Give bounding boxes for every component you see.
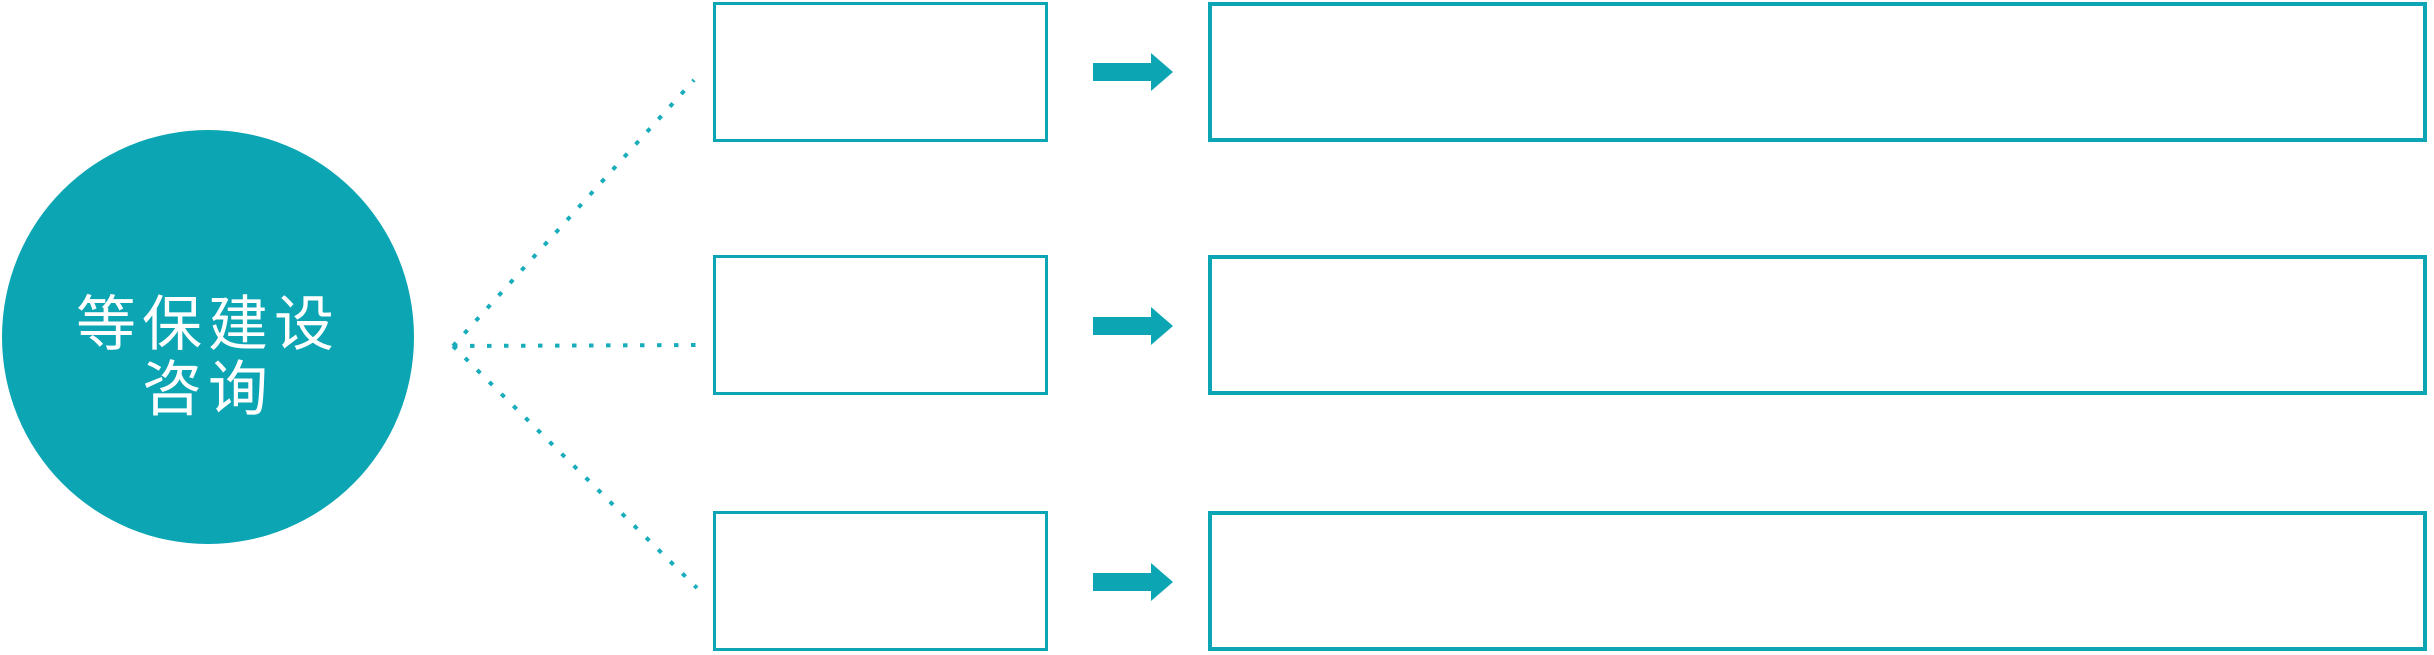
arrow-shaft <box>1093 63 1153 81</box>
right-arrow-icon <box>1093 307 1173 345</box>
dotted-ray-top-icon <box>451 78 696 348</box>
arrow-head <box>1151 53 1173 91</box>
step-box-2 <box>713 255 1048 395</box>
topic-circle: 等保建设 咨询 <box>2 130 414 544</box>
arrow-shaft <box>1093 573 1153 591</box>
detail-box-2 <box>1208 255 2427 395</box>
step-box-1 <box>713 2 1048 142</box>
topic-label-line1: 等保建设 <box>76 291 340 358</box>
dotted-ray-middle-icon <box>452 343 707 348</box>
arrow-head <box>1151 563 1173 601</box>
detail-box-1 <box>1208 2 2427 142</box>
arrow-head <box>1151 307 1173 345</box>
right-arrow-icon <box>1093 53 1173 91</box>
detail-box-3 <box>1208 511 2427 651</box>
dotted-ray-bottom-icon <box>451 344 699 590</box>
arrow-shaft <box>1093 317 1153 335</box>
step-box-3 <box>713 511 1048 651</box>
right-arrow-icon <box>1093 563 1173 601</box>
topic-label-line2: 咨询 <box>142 356 274 423</box>
